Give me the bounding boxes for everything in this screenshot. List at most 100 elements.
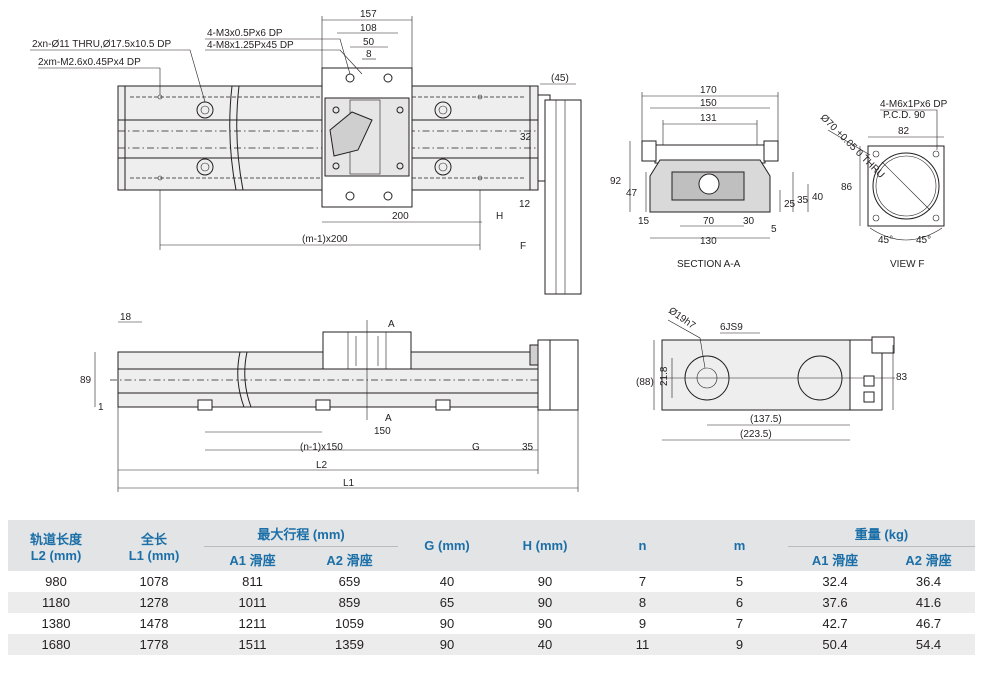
table-cell: 1059 xyxy=(301,613,399,634)
callout-m2-6-taps: 2xm-M2.6x0.45Px4 DP xyxy=(38,57,141,68)
table-cell: 1511 xyxy=(204,634,301,655)
section-mark-a-bottom: A xyxy=(385,413,392,424)
dim-47: 47 xyxy=(626,188,638,199)
view-f: 4-M6x1Px6 DP P.C.D. 90 Ø70 +0.05 0 THRU … xyxy=(818,99,948,270)
callout-m8-taps: 4-M8x1.25Px45 DP xyxy=(207,40,294,51)
dim-223-5: (223.5) xyxy=(740,429,772,440)
spec-table: 轨道长度 L2 (mm) 全长 L1 (mm) 最大行程 (mm) G (mm)… xyxy=(8,520,976,655)
table-subheader-row: A1 滑座 A2 滑座 A1 滑座 A2 滑座 xyxy=(8,546,976,571)
dim-83: 83 xyxy=(896,372,908,383)
col-max-stroke: 最大行程 (mm) xyxy=(204,520,399,547)
callout-pcd: P.C.D. 90 xyxy=(883,110,925,121)
table-cell: 37.6 xyxy=(788,592,883,613)
col-total-length-unit: L1 (mm) xyxy=(128,547,180,563)
dim-150: 150 xyxy=(700,98,717,109)
table-cell: 1680 xyxy=(8,634,104,655)
dim-50: 50 xyxy=(363,37,375,48)
col-weight-a2: A2 滑座 xyxy=(882,546,976,571)
table-cell: 7 xyxy=(594,571,692,592)
dim-8: 8 xyxy=(366,49,372,60)
col-m: m xyxy=(691,520,789,571)
dim-l2: L2 xyxy=(316,460,328,471)
front-view: 18 89 1 A A 150 (n-1)x150 G 35 L2 L1 xyxy=(80,312,579,492)
table-cell: 1078 xyxy=(104,571,204,592)
dim-40: 40 xyxy=(812,192,824,203)
dim-86: 86 xyxy=(841,182,853,193)
col-rail-length-unit: L2 (mm) xyxy=(30,547,82,563)
col-weight: 重量 (kg) xyxy=(788,520,976,547)
dim-45: (45) xyxy=(551,73,569,84)
table-cell: 1380 xyxy=(8,613,104,634)
dim-32: 32 xyxy=(520,132,532,143)
table-row: 1180 1278 1011 859 65 90 8 6 37.6 41.6 xyxy=(8,592,976,613)
section-a-a: 170 150 131 92 47 15 70 30 130 25 35 40 … xyxy=(610,85,824,270)
dim-170: 170 xyxy=(700,85,717,96)
dim-n-1-x150: (n-1)x150 xyxy=(300,442,343,453)
dim-200: 200 xyxy=(392,211,409,222)
dim-137-5: (137.5) xyxy=(750,414,782,425)
callout-thru-holes: 2xn-Ø11 THRU,Ø17.5x10.5 DP xyxy=(32,39,171,50)
col-total-length: 全长 L1 (mm) xyxy=(104,520,204,571)
table-cell: 90 xyxy=(398,634,497,655)
section-caption: SECTION A-A xyxy=(677,259,741,270)
dim-l1: L1 xyxy=(343,478,355,489)
table-cell: 40 xyxy=(496,634,595,655)
table-cell: 1778 xyxy=(104,634,204,655)
top-view: 2xn-Ø11 THRU,Ø17.5x10.5 DP 2xm-M2.6x0.45… xyxy=(30,9,582,295)
table-cell: 54.4 xyxy=(882,634,976,655)
table-row: 1680 1778 1511 1359 90 40 11 9 50.4 54.4 xyxy=(8,634,976,655)
table-row: 980 1078 811 659 40 90 7 5 32.4 36.4 xyxy=(8,571,976,592)
dim-130: 130 xyxy=(700,236,717,247)
col-g: G (mm) xyxy=(398,520,497,571)
side-view: Ø19h7 6JS9 (88) 21.8 83 (137.5) (223.5) xyxy=(636,305,908,441)
view-arrow-f: F xyxy=(520,241,526,252)
table-cell: 36.4 xyxy=(882,571,976,592)
callout-key: 6JS9 xyxy=(720,322,743,333)
table-cell: 859 xyxy=(301,592,399,613)
dim-21-8: 21.8 xyxy=(659,366,670,386)
callout-m3-taps: 4-M3x0.5Px6 DP xyxy=(207,28,283,39)
dim-15: 15 xyxy=(638,216,650,227)
dim-18: 18 xyxy=(120,312,132,323)
callout-m6-taps: 4-M6x1Px6 DP xyxy=(880,99,948,110)
view-f-caption: VIEW F xyxy=(890,259,924,270)
table-cell: 6 xyxy=(691,592,789,613)
table-cell: 5 xyxy=(691,571,789,592)
table-cell: 1478 xyxy=(104,613,204,634)
dim-35: 35 xyxy=(797,195,809,206)
table-cell: 50.4 xyxy=(788,634,883,655)
table-cell: 1011 xyxy=(204,592,301,613)
table-cell: 7 xyxy=(691,613,789,634)
dim-g: G xyxy=(472,442,480,453)
table-cell: 46.7 xyxy=(882,613,976,634)
table-cell: 1211 xyxy=(204,613,301,634)
dim-45-left: 45° xyxy=(878,235,893,246)
table-cell: 90 xyxy=(398,613,497,634)
table-cell: 90 xyxy=(496,592,595,613)
table-cell: 41.6 xyxy=(882,592,976,613)
table-cell: 9 xyxy=(691,634,789,655)
dim-12: 12 xyxy=(519,199,531,210)
technical-drawing: 2xn-Ø11 THRU,Ø17.5x10.5 DP 2xm-M2.6x0.45… xyxy=(30,9,948,492)
dim-88: (88) xyxy=(636,377,654,388)
col-stroke-a1: A1 滑座 xyxy=(204,546,301,571)
dim-h: H xyxy=(496,211,503,222)
col-h: H (mm) xyxy=(496,520,595,571)
table-cell: 9 xyxy=(594,613,692,634)
table-row: 1380 1478 1211 1059 90 90 9 7 42.7 46.7 xyxy=(8,613,976,634)
dim-150-front: 150 xyxy=(374,426,391,437)
col-n: n xyxy=(594,520,692,571)
table-cell: 40 xyxy=(398,571,497,592)
dim-108: 108 xyxy=(360,23,377,34)
table-cell: 32.4 xyxy=(788,571,883,592)
col-rail-length-label: 轨道长度 xyxy=(29,531,82,547)
table-cell: 65 xyxy=(398,592,497,613)
table-cell: 659 xyxy=(301,571,399,592)
dim-82: 82 xyxy=(898,126,910,137)
dim-30: 30 xyxy=(743,216,755,227)
dim-35-front: 35 xyxy=(522,442,534,453)
dim-5: 5 xyxy=(771,224,777,235)
table-cell: 11 xyxy=(594,634,692,655)
table-cell: 1180 xyxy=(8,592,104,613)
table-cell: 90 xyxy=(496,613,595,634)
